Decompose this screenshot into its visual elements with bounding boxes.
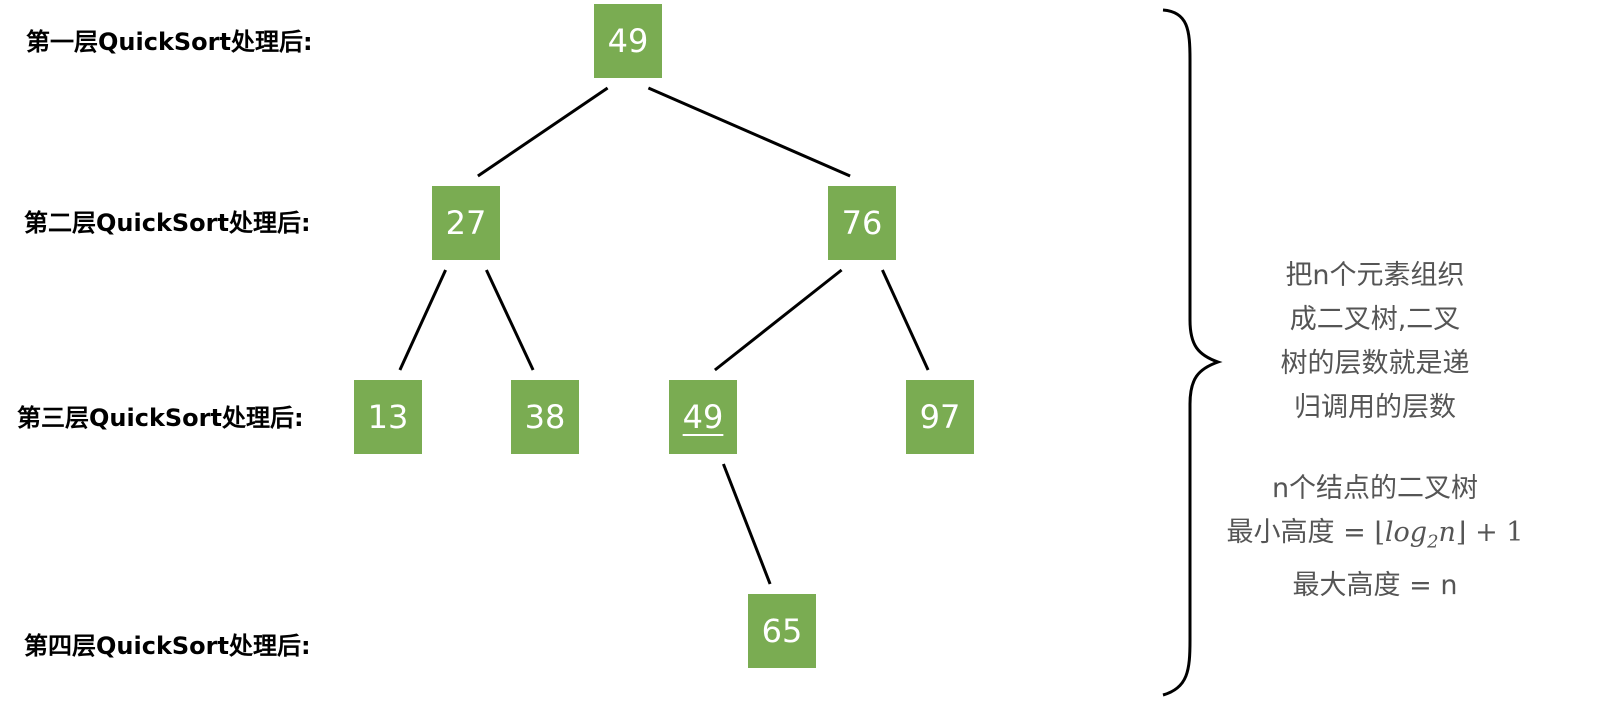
max-height-line: 最大高度 = n [1292,570,1458,602]
tree-node-right-left: 49 [669,380,737,454]
note-tree-height: n个结点的二叉树 最小高度 = ⌊log2n⌋ + 1 最大高度 = n [1215,467,1535,608]
level-label-4: 第四层QuickSort处理后: [24,632,311,660]
tree-edge-n1-n3 [647,86,851,178]
tree-node-left-right: 38 [511,380,579,454]
tree-node-right-left-right: 65 [748,594,816,668]
note-line: 树的层数就是递 [1280,348,1470,379]
note-line: 归调用的层数 [1294,392,1456,423]
level-label-2: 第二层QuickSort处理后: [24,209,311,237]
tree-node-right-right: 97 [906,380,974,454]
level-label-1: 第一层QuickSort处理后: [26,28,313,56]
right-brace [1162,8,1223,697]
note-line: 成二叉树,二叉 [1289,304,1461,335]
edge-group [398,86,930,585]
tree-edge-n1-n2 [477,86,609,178]
tree-edge-n3-n6 [713,268,843,372]
min-height-formula: ⌊log2n⌋ + 1 [1374,517,1524,553]
level-label-3: 第三层QuickSort处理后: [17,404,304,432]
tree-node-root: 49 [594,4,662,78]
note-line: n个结点的二叉树 [1271,473,1479,504]
min-height-line: 最小高度 = ⌊log2n⌋ + 1 [1226,517,1524,553]
tree-edge-n3-n7 [881,269,930,371]
tree-edge-n6-n8 [722,463,772,585]
tree-node-left-left: 13 [354,380,422,454]
tree-node-left: 27 [432,186,500,260]
tree-node-right: 76 [828,186,896,260]
tree-edge-n2-n4 [398,269,447,371]
note-line: 把n个元素组织 [1285,260,1465,291]
note-recursion-depth: 把n个元素组织 成二叉树,二叉 树的层数就是递 归调用的层数 [1230,254,1520,430]
tree-edge-n2-n5 [485,269,535,371]
